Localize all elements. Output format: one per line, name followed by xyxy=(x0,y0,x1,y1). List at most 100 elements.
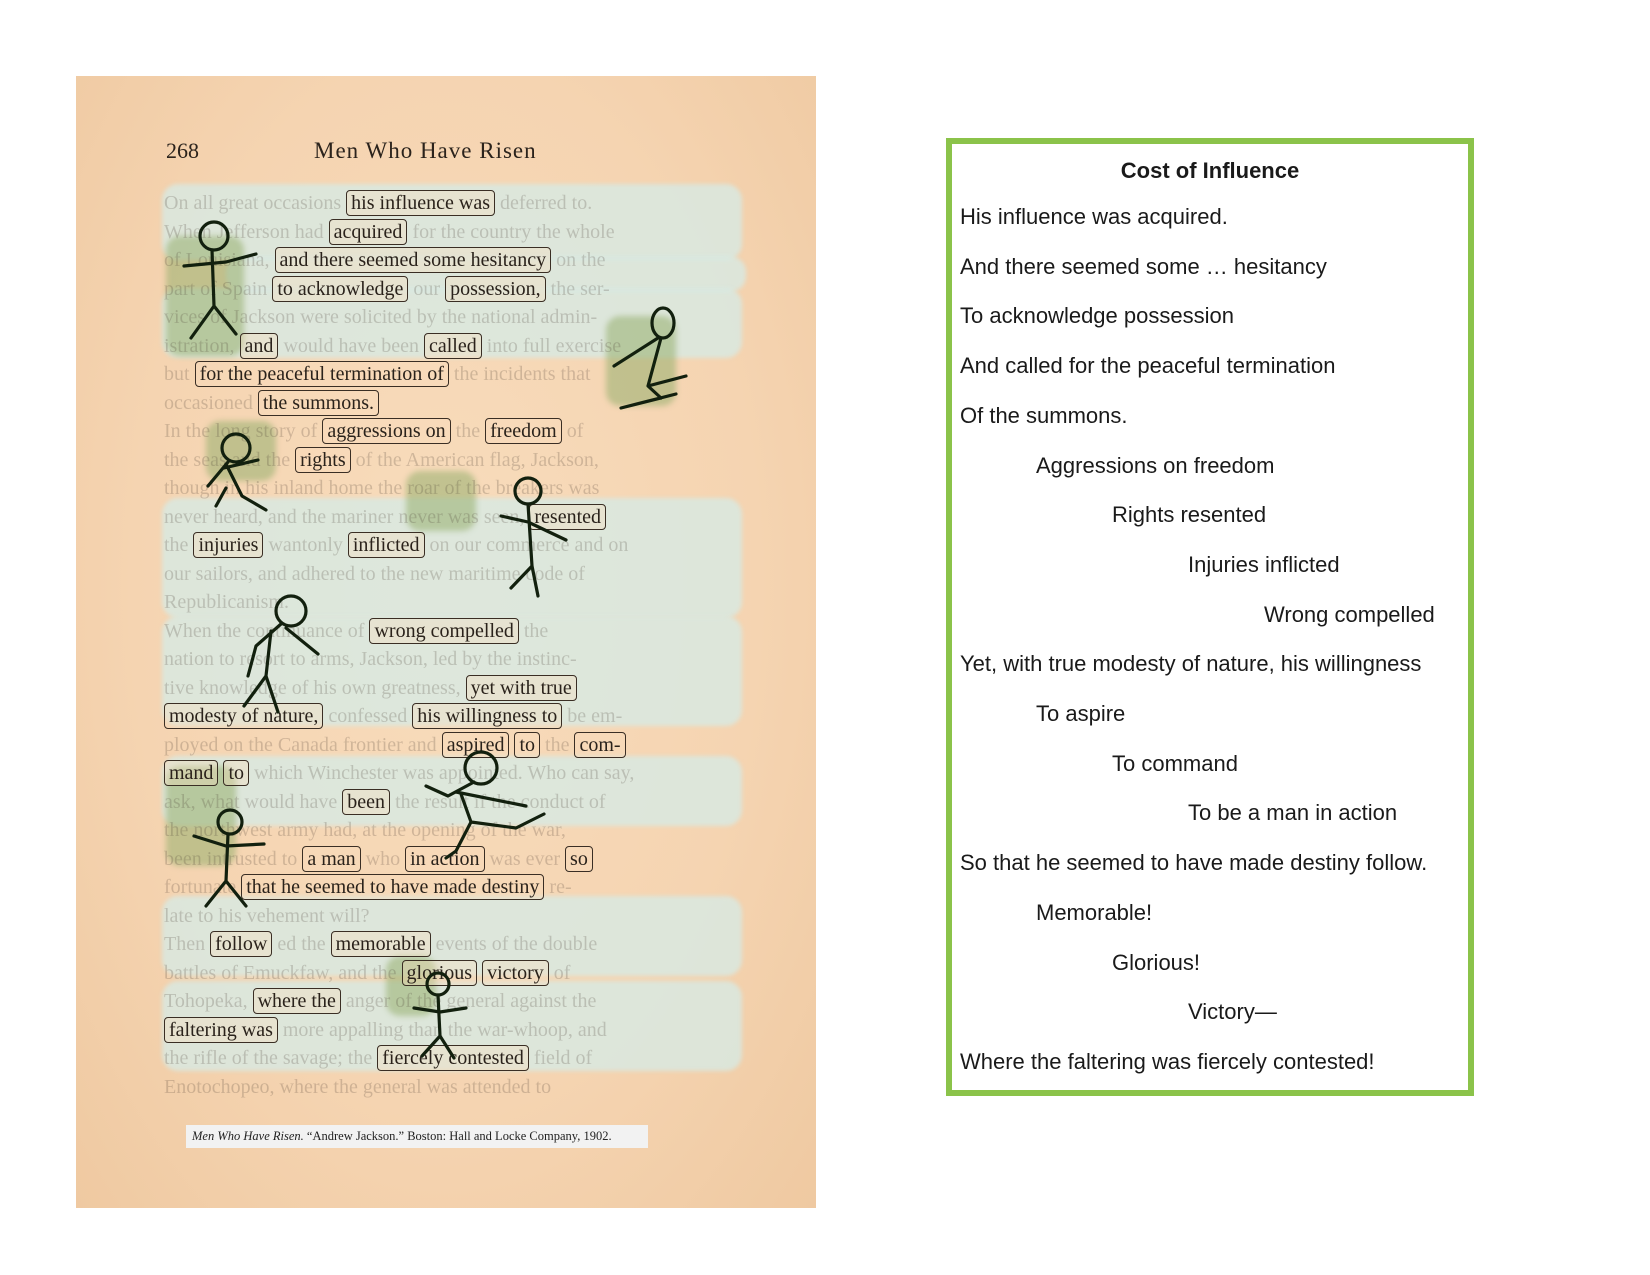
source-citation: Men Who Have Risen. “Andrew Jackson.” Bo… xyxy=(186,1125,648,1148)
kept-word-box: called xyxy=(423,332,482,359)
poem-line: Where the faltering was fiercely contest… xyxy=(960,1048,1375,1074)
poem-line: Wrong compelled xyxy=(1264,601,1435,627)
kept-word-box: aggressions on xyxy=(322,418,451,445)
redacted-text: of Louisiana, xyxy=(164,249,270,271)
book-text-line: tive knowledge of his own greatness,yet … xyxy=(164,674,738,703)
redacted-text: the seas and the xyxy=(164,448,291,471)
redacted-text: On all great occasions xyxy=(164,192,342,214)
book-text-line: Enotochopeo, where the general was atten… xyxy=(164,1073,738,1102)
poem-line: To be a man in action xyxy=(1188,800,1398,826)
redacted-text: of xyxy=(553,961,571,984)
poem-line: Victory— xyxy=(1188,999,1277,1025)
redacted-text: the northwest army had, at the opening o… xyxy=(164,819,566,841)
poem-line: Rights resented xyxy=(1112,502,1267,528)
redacted-text: though in his inland home the roar of th… xyxy=(164,477,600,499)
kept-word-box: resented xyxy=(529,503,607,530)
redacted-text: was ever xyxy=(489,847,561,870)
kept-word-box: possession, xyxy=(445,275,546,302)
book-text-line: though in his inland home the roar of th… xyxy=(164,474,738,503)
redacted-text: In the long story of xyxy=(164,420,318,442)
redacted-text: vices of Jackson were solicited by the n… xyxy=(164,306,598,328)
poem-line: Injuries inflicted xyxy=(1188,551,1340,577)
redacted-text: battles of Emuckfaw, and the xyxy=(164,961,397,984)
book-page-scan: 268 Men Who Have Risen On all great occa… xyxy=(76,76,816,1208)
citation-details: “Andrew Jackson.” Boston: Hall and Locke… xyxy=(303,1129,612,1143)
book-text-line: our sailors, and adhered to the new mari… xyxy=(164,560,738,589)
poem-line: To aspire xyxy=(1036,701,1126,726)
book-text-line: never heard, and the mariner never was s… xyxy=(164,503,738,532)
redacted-text: tive knowledge of his own greatness, xyxy=(164,676,461,699)
kept-word-box: and there seemed some hesitancy xyxy=(274,247,552,274)
book-text-line: vices of Jackson were solicited by the n… xyxy=(164,303,738,332)
poem-line: And called for the peaceful termination xyxy=(960,353,1336,379)
book-text-line: late to his vehement will? xyxy=(164,902,738,931)
kept-word-box: a man xyxy=(302,845,361,872)
kept-word-box: to xyxy=(223,760,249,787)
poem-line: His influence was acquired. xyxy=(960,204,1228,229)
redacted-text: late to his vehement will? xyxy=(164,904,370,927)
redacted-text: confessed xyxy=(328,705,408,727)
redacted-text: the incidents that xyxy=(453,363,591,385)
redacted-text: ed the xyxy=(277,933,326,955)
redacted-text: our xyxy=(413,277,441,300)
kept-word-box: mand xyxy=(164,760,219,787)
page-number: 268 xyxy=(166,138,199,163)
redacted-text: would have been xyxy=(283,334,419,357)
redacted-text: occasioned xyxy=(164,391,253,414)
redacted-text: the rifle of the savage; the xyxy=(164,1047,373,1069)
poem-line: Glorious! xyxy=(1112,949,1201,975)
redacted-text: Then xyxy=(164,933,206,955)
redacted-text: but xyxy=(164,363,190,385)
redacted-text: fortunate xyxy=(164,876,237,898)
kept-word-box: follow xyxy=(210,931,273,958)
poem-title: Cost of Influence xyxy=(1120,158,1300,183)
kept-word-box: acquired xyxy=(328,218,408,245)
redacted-text: our sailors, and adhered to the new mari… xyxy=(164,562,585,585)
poem-line: Aggressions on freedom xyxy=(1036,452,1275,478)
kept-word-box: where the xyxy=(252,988,341,1015)
kept-word-box: to xyxy=(514,731,541,758)
redacted-text: Enotochopeo, where the general was atten… xyxy=(164,1075,552,1098)
redacted-text: into full exercise xyxy=(486,334,622,357)
kept-word-box: that he seemed to have made destiny xyxy=(241,874,545,901)
redacted-text: been intrusted to xyxy=(164,847,298,870)
poem-line: To command xyxy=(1112,750,1238,776)
redacted-text: When Jefferson had xyxy=(164,220,324,243)
redacted-text: part of Spain xyxy=(164,277,268,300)
redacted-text: ployed on the Canada frontier and xyxy=(164,733,437,756)
kept-word-box: modesty of nature, xyxy=(164,703,324,730)
kept-word-box: fiercely contested xyxy=(377,1045,529,1072)
redacted-text: on the xyxy=(556,249,606,271)
kept-word-box: faltering was xyxy=(164,1016,278,1043)
kept-word-box: been xyxy=(342,788,391,815)
kept-word-box: memorable xyxy=(330,931,431,958)
running-head: Men Who Have Risen xyxy=(314,138,537,163)
kept-word-box: aspired xyxy=(441,731,510,758)
kept-word-box: in action xyxy=(405,845,485,872)
kept-word-box: so xyxy=(565,845,593,872)
redacted-text: the xyxy=(455,420,481,442)
redacted-text: Republicanism. xyxy=(164,591,289,613)
book-text-line: the northwest army had, at the opening o… xyxy=(164,816,738,845)
redacted-text: ask, what would have xyxy=(164,790,338,813)
redacted-text: re- xyxy=(549,876,572,898)
kept-word-box: rights xyxy=(295,446,351,473)
kept-word-box: injuries xyxy=(193,532,264,559)
citation-title: Men Who Have Risen. xyxy=(192,1129,304,1143)
